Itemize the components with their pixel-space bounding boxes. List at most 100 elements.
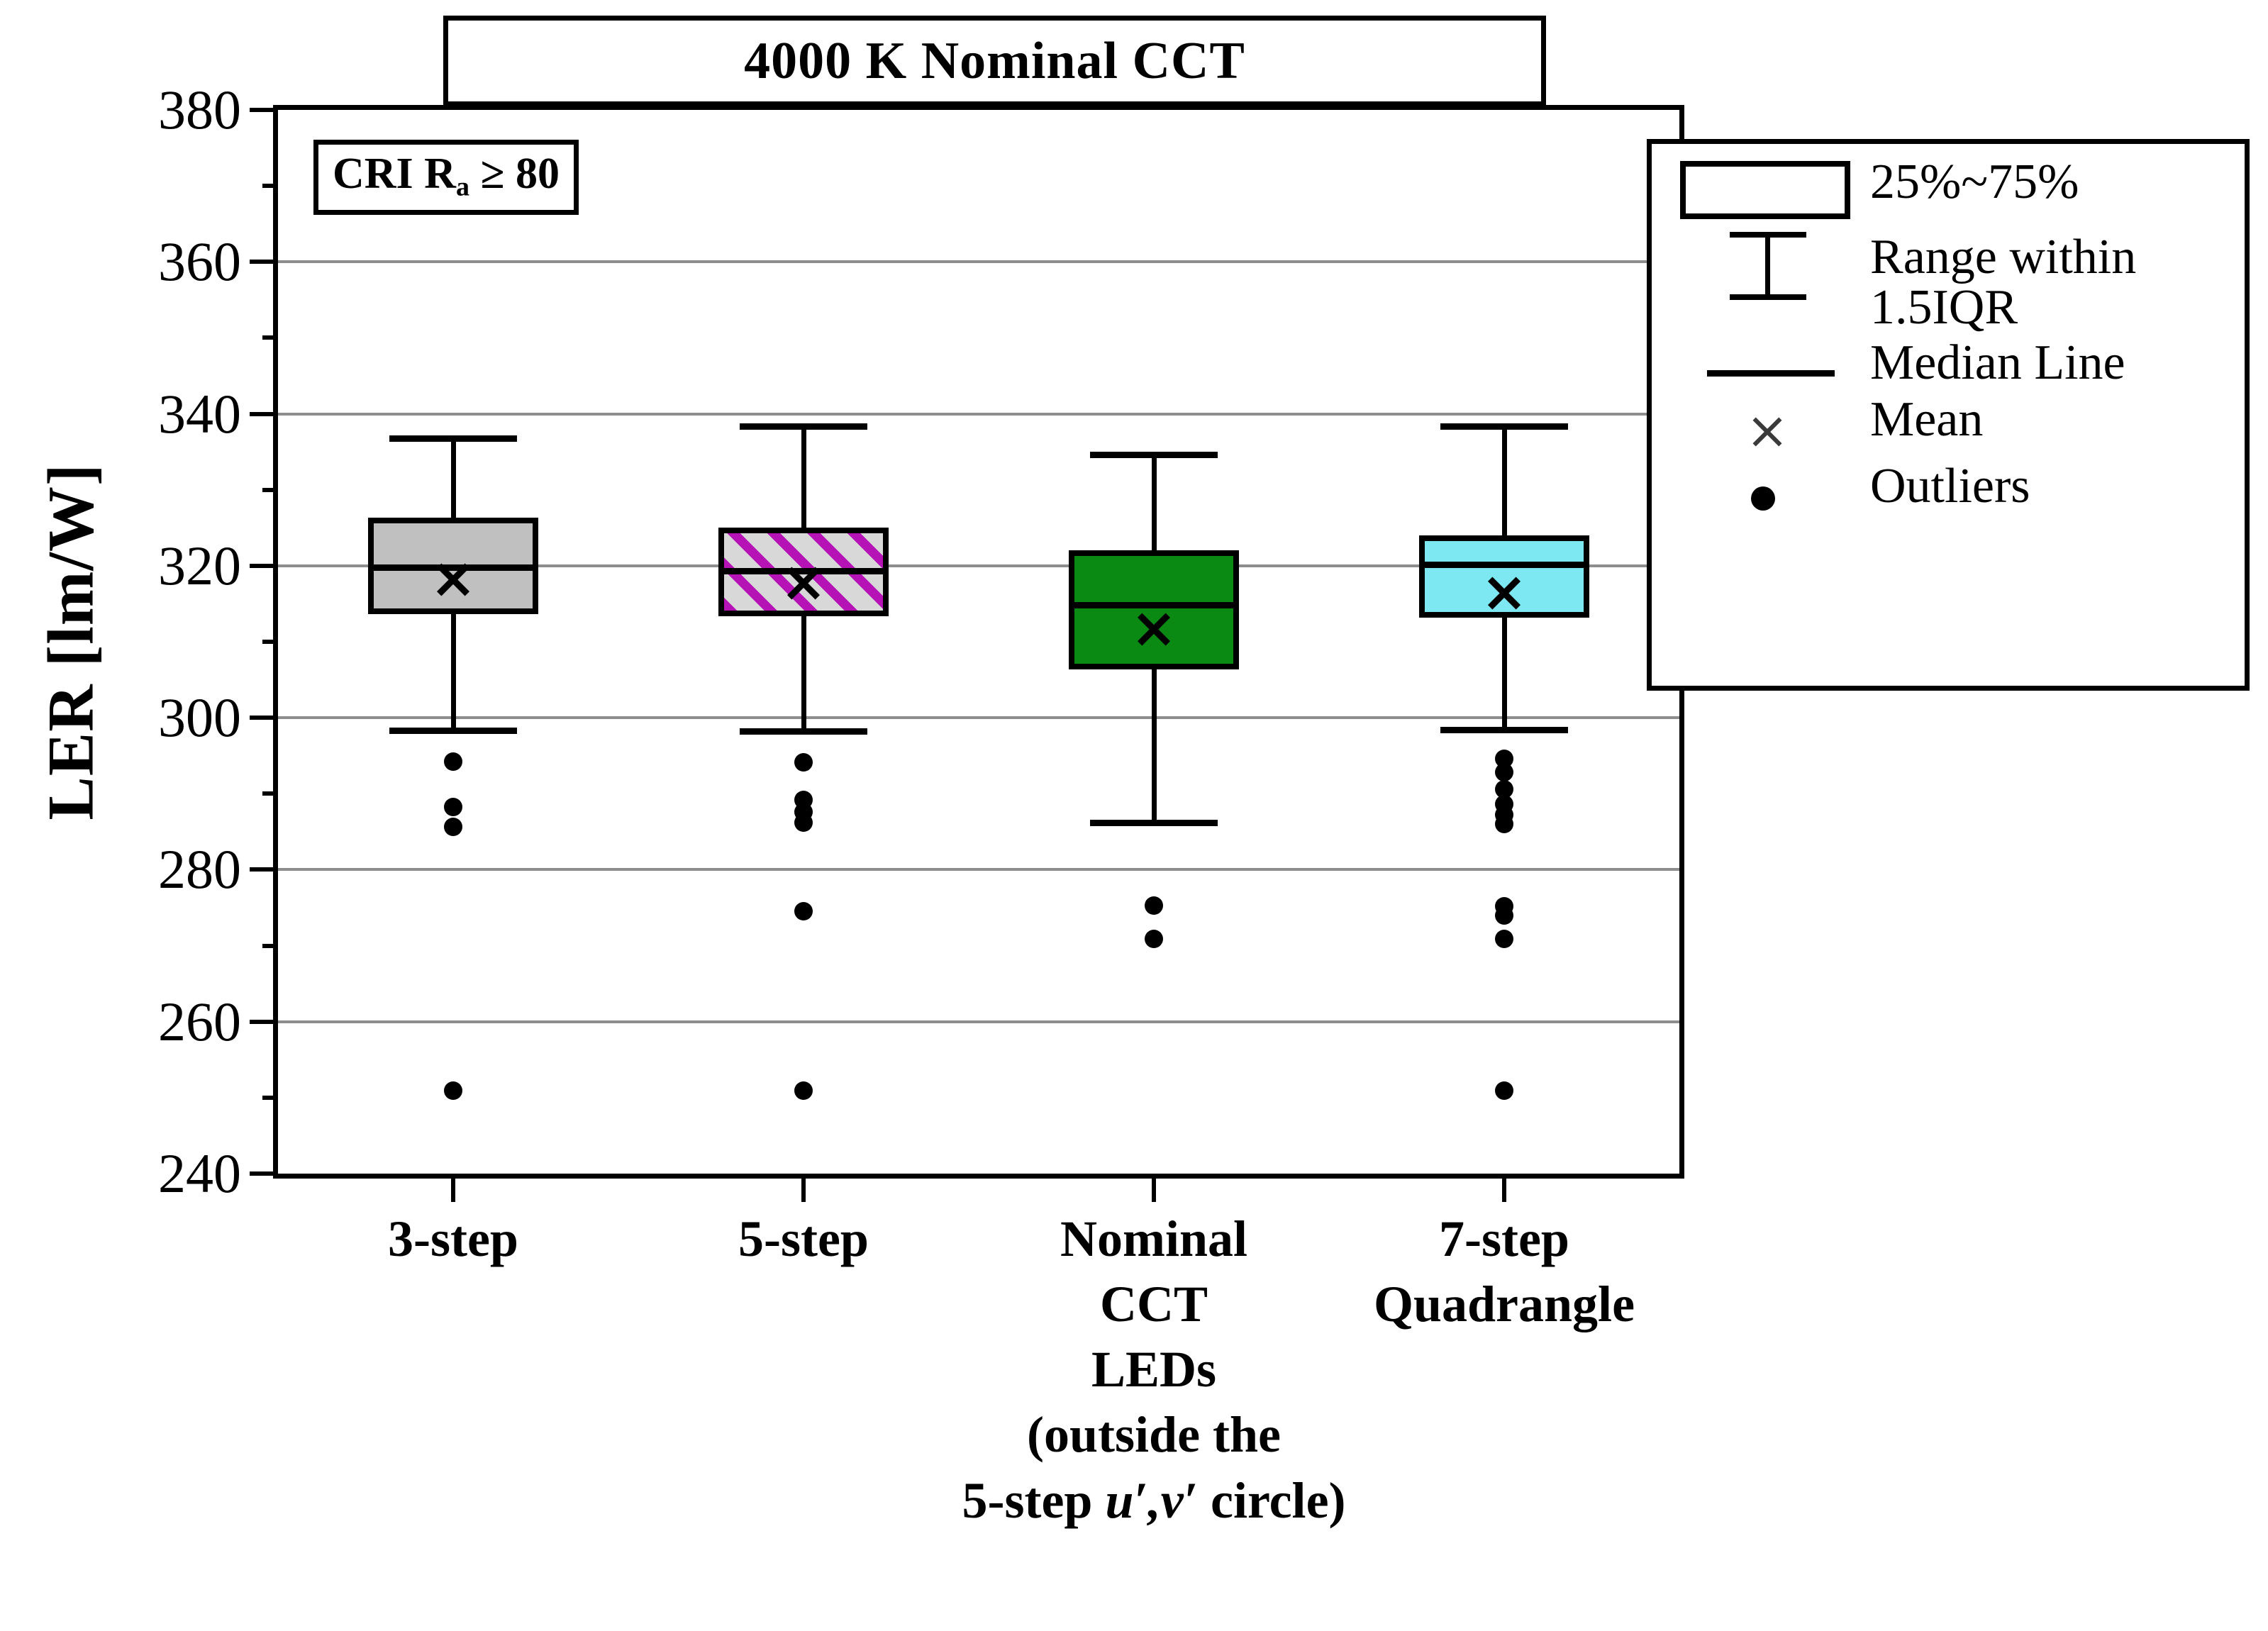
- legend-label-outliers: Outliers: [1870, 458, 2030, 513]
- uv-prime-italic: u′,v′: [1105, 1471, 1198, 1529]
- gridline: [278, 716, 1679, 720]
- x-tick: [801, 1174, 806, 1202]
- outlier-point: [444, 752, 462, 772]
- y-tick-major: [250, 260, 278, 265]
- y-tick-major: [250, 563, 278, 568]
- outlier-point: [1145, 896, 1163, 915]
- x-axis-label-line: 7-step: [1439, 1210, 1569, 1267]
- y-tick-label: 360: [158, 230, 241, 293]
- x-axis-label: 5-step: [591, 1206, 1016, 1271]
- mean-marker: [1133, 609, 1174, 650]
- y-tick-label: 340: [158, 382, 241, 445]
- x-axis-label-line: 5-step: [738, 1210, 869, 1267]
- cri-annotation-box: CRI Ra ≥ 80: [313, 140, 579, 215]
- legend-item-whisker: Range within 1.5IQR: [1664, 229, 2232, 333]
- whisker-cap-bottom: [389, 728, 517, 735]
- legend-item-mean: Mean: [1664, 391, 2232, 457]
- legend: 25%~75% Range within 1.5IQR Median Line …: [1647, 139, 2250, 691]
- boxplot-group[interactable]: [1419, 110, 1589, 1174]
- y-axis-title: LER [lm/W]: [28, 105, 113, 1179]
- x-tick: [1152, 1174, 1156, 1202]
- box-key-icon: [1664, 154, 1870, 228]
- y-tick-minor: [262, 487, 278, 492]
- whisker-cap-bottom: [740, 728, 867, 735]
- x-axis-note-line: 5-step u′,v′ circle): [962, 1471, 1346, 1529]
- x-axis-note-line: (outside the: [1027, 1406, 1281, 1464]
- y-tick-minor: [262, 943, 278, 948]
- y-tick-label: 320: [158, 534, 241, 596]
- outlier-point: [1495, 763, 1513, 782]
- outlier-point: [1495, 906, 1513, 925]
- outlier-point: [1495, 1081, 1513, 1101]
- median-key-icon: [1664, 335, 1870, 390]
- outlier-point: [1495, 929, 1513, 948]
- x-tick: [1502, 1174, 1506, 1202]
- y-tick-label: 380: [158, 79, 241, 140]
- x-axis-label-line: 3-step: [388, 1210, 518, 1267]
- median-line: [1069, 601, 1239, 608]
- y-tick-label: 240: [158, 1142, 241, 1204]
- y-tick-minor: [262, 184, 278, 189]
- gridline: [278, 1020, 1679, 1023]
- cri-suffix: ≥ 80: [469, 150, 560, 198]
- mean-marker: [783, 563, 824, 604]
- page-title: 4000 K Nominal CCT: [744, 31, 1245, 90]
- legend-label-box: 25%~75%: [1870, 155, 2079, 209]
- x-axis-label-line: Nominal: [1060, 1210, 1248, 1267]
- y-tick-major: [250, 867, 278, 872]
- whisker-cap-top: [1440, 423, 1568, 430]
- outlier-point: [444, 1081, 462, 1101]
- legend-item-median: Median Line: [1664, 335, 2232, 390]
- cri-prefix: CRI R: [333, 150, 456, 198]
- whisker-cap-top: [389, 435, 517, 442]
- legend-label-median: Median Line: [1870, 335, 2125, 390]
- whisker-cap-top: [740, 423, 867, 430]
- y-tick-label: 280: [158, 838, 241, 901]
- boxplot-group[interactable]: [368, 110, 538, 1174]
- outlier-point: [444, 818, 462, 837]
- mean-key-icon: [1664, 391, 1870, 457]
- mean-marker: [1484, 572, 1525, 613]
- y-tick-minor: [262, 1095, 278, 1100]
- mean-marker: [433, 559, 474, 600]
- x-axis-label: 3-step: [240, 1206, 666, 1271]
- median-line: [1419, 561, 1589, 568]
- outlier-point: [794, 753, 813, 772]
- whisker-cap-top: [1090, 452, 1218, 459]
- whisker-key-icon: [1664, 229, 1870, 303]
- outlier-point: [794, 902, 813, 921]
- outlier-point: [1145, 929, 1163, 948]
- outlier-point: [1495, 815, 1513, 834]
- legend-item-box: 25%~75%: [1664, 154, 2232, 228]
- y-axis-title-label: LER [lm/W]: [35, 463, 108, 820]
- gridline: [278, 412, 1679, 416]
- cri-annotation-label: CRI Ra ≥ 80: [333, 149, 560, 203]
- gridline: [278, 564, 1679, 567]
- y-tick-minor: [262, 640, 278, 644]
- cri-subscript: a: [455, 172, 469, 202]
- y-tick-label: 260: [158, 990, 241, 1052]
- x-axis-label-line: LEDs: [1091, 1341, 1217, 1398]
- y-tick-major: [250, 716, 278, 720]
- outlier-point: [444, 797, 462, 816]
- y-tick-major: [250, 108, 278, 112]
- legend-label-mean: Mean: [1870, 391, 1984, 447]
- chart-title-box: 4000 K Nominal CCT: [443, 16, 1546, 106]
- x-axis-label-line: CCT: [1099, 1276, 1208, 1333]
- y-tick-major: [250, 411, 278, 416]
- legend-label-whisker: Range within 1.5IQR: [1870, 230, 2137, 335]
- y-tick-major: [250, 1171, 278, 1176]
- whisker-cap-bottom: [1090, 820, 1218, 826]
- y-tick-major: [250, 1019, 278, 1024]
- gridline: [278, 260, 1679, 264]
- outlier-point: [794, 813, 813, 832]
- boxplot-group[interactable]: [1069, 110, 1239, 1174]
- boxplot-group[interactable]: [718, 110, 889, 1174]
- x-axis-label-line: Quadrangle: [1373, 1276, 1635, 1333]
- outlier-key-icon: [1664, 458, 1870, 523]
